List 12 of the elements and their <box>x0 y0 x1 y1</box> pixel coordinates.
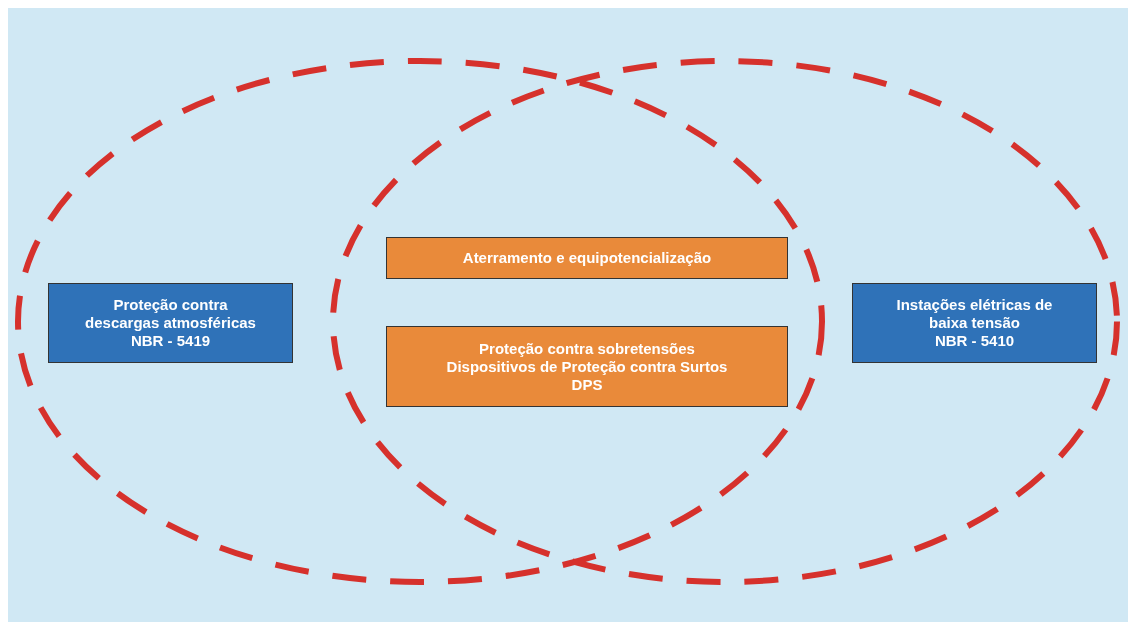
box-text: Instações elétricas de baixa tensão <box>895 296 1054 332</box>
box-text: DPS <box>571 375 603 394</box>
box-text: Proteção contra sobretensões <box>479 339 695 358</box>
box-text: Proteção contra descargas atmosféricas <box>84 296 257 332</box>
box-text: Dispositivos de Proteção contra Surtos <box>446 357 728 376</box>
text-box <box>852 283 1097 363</box>
text-box <box>386 237 788 279</box>
box-text: NBR - 5419 <box>130 332 211 350</box>
box-text: NBR - 5410 <box>934 332 1015 350</box>
text-box <box>386 326 788 407</box>
box-text: Aterramento e equipotencialização <box>462 249 712 267</box>
text-box <box>48 283 293 363</box>
